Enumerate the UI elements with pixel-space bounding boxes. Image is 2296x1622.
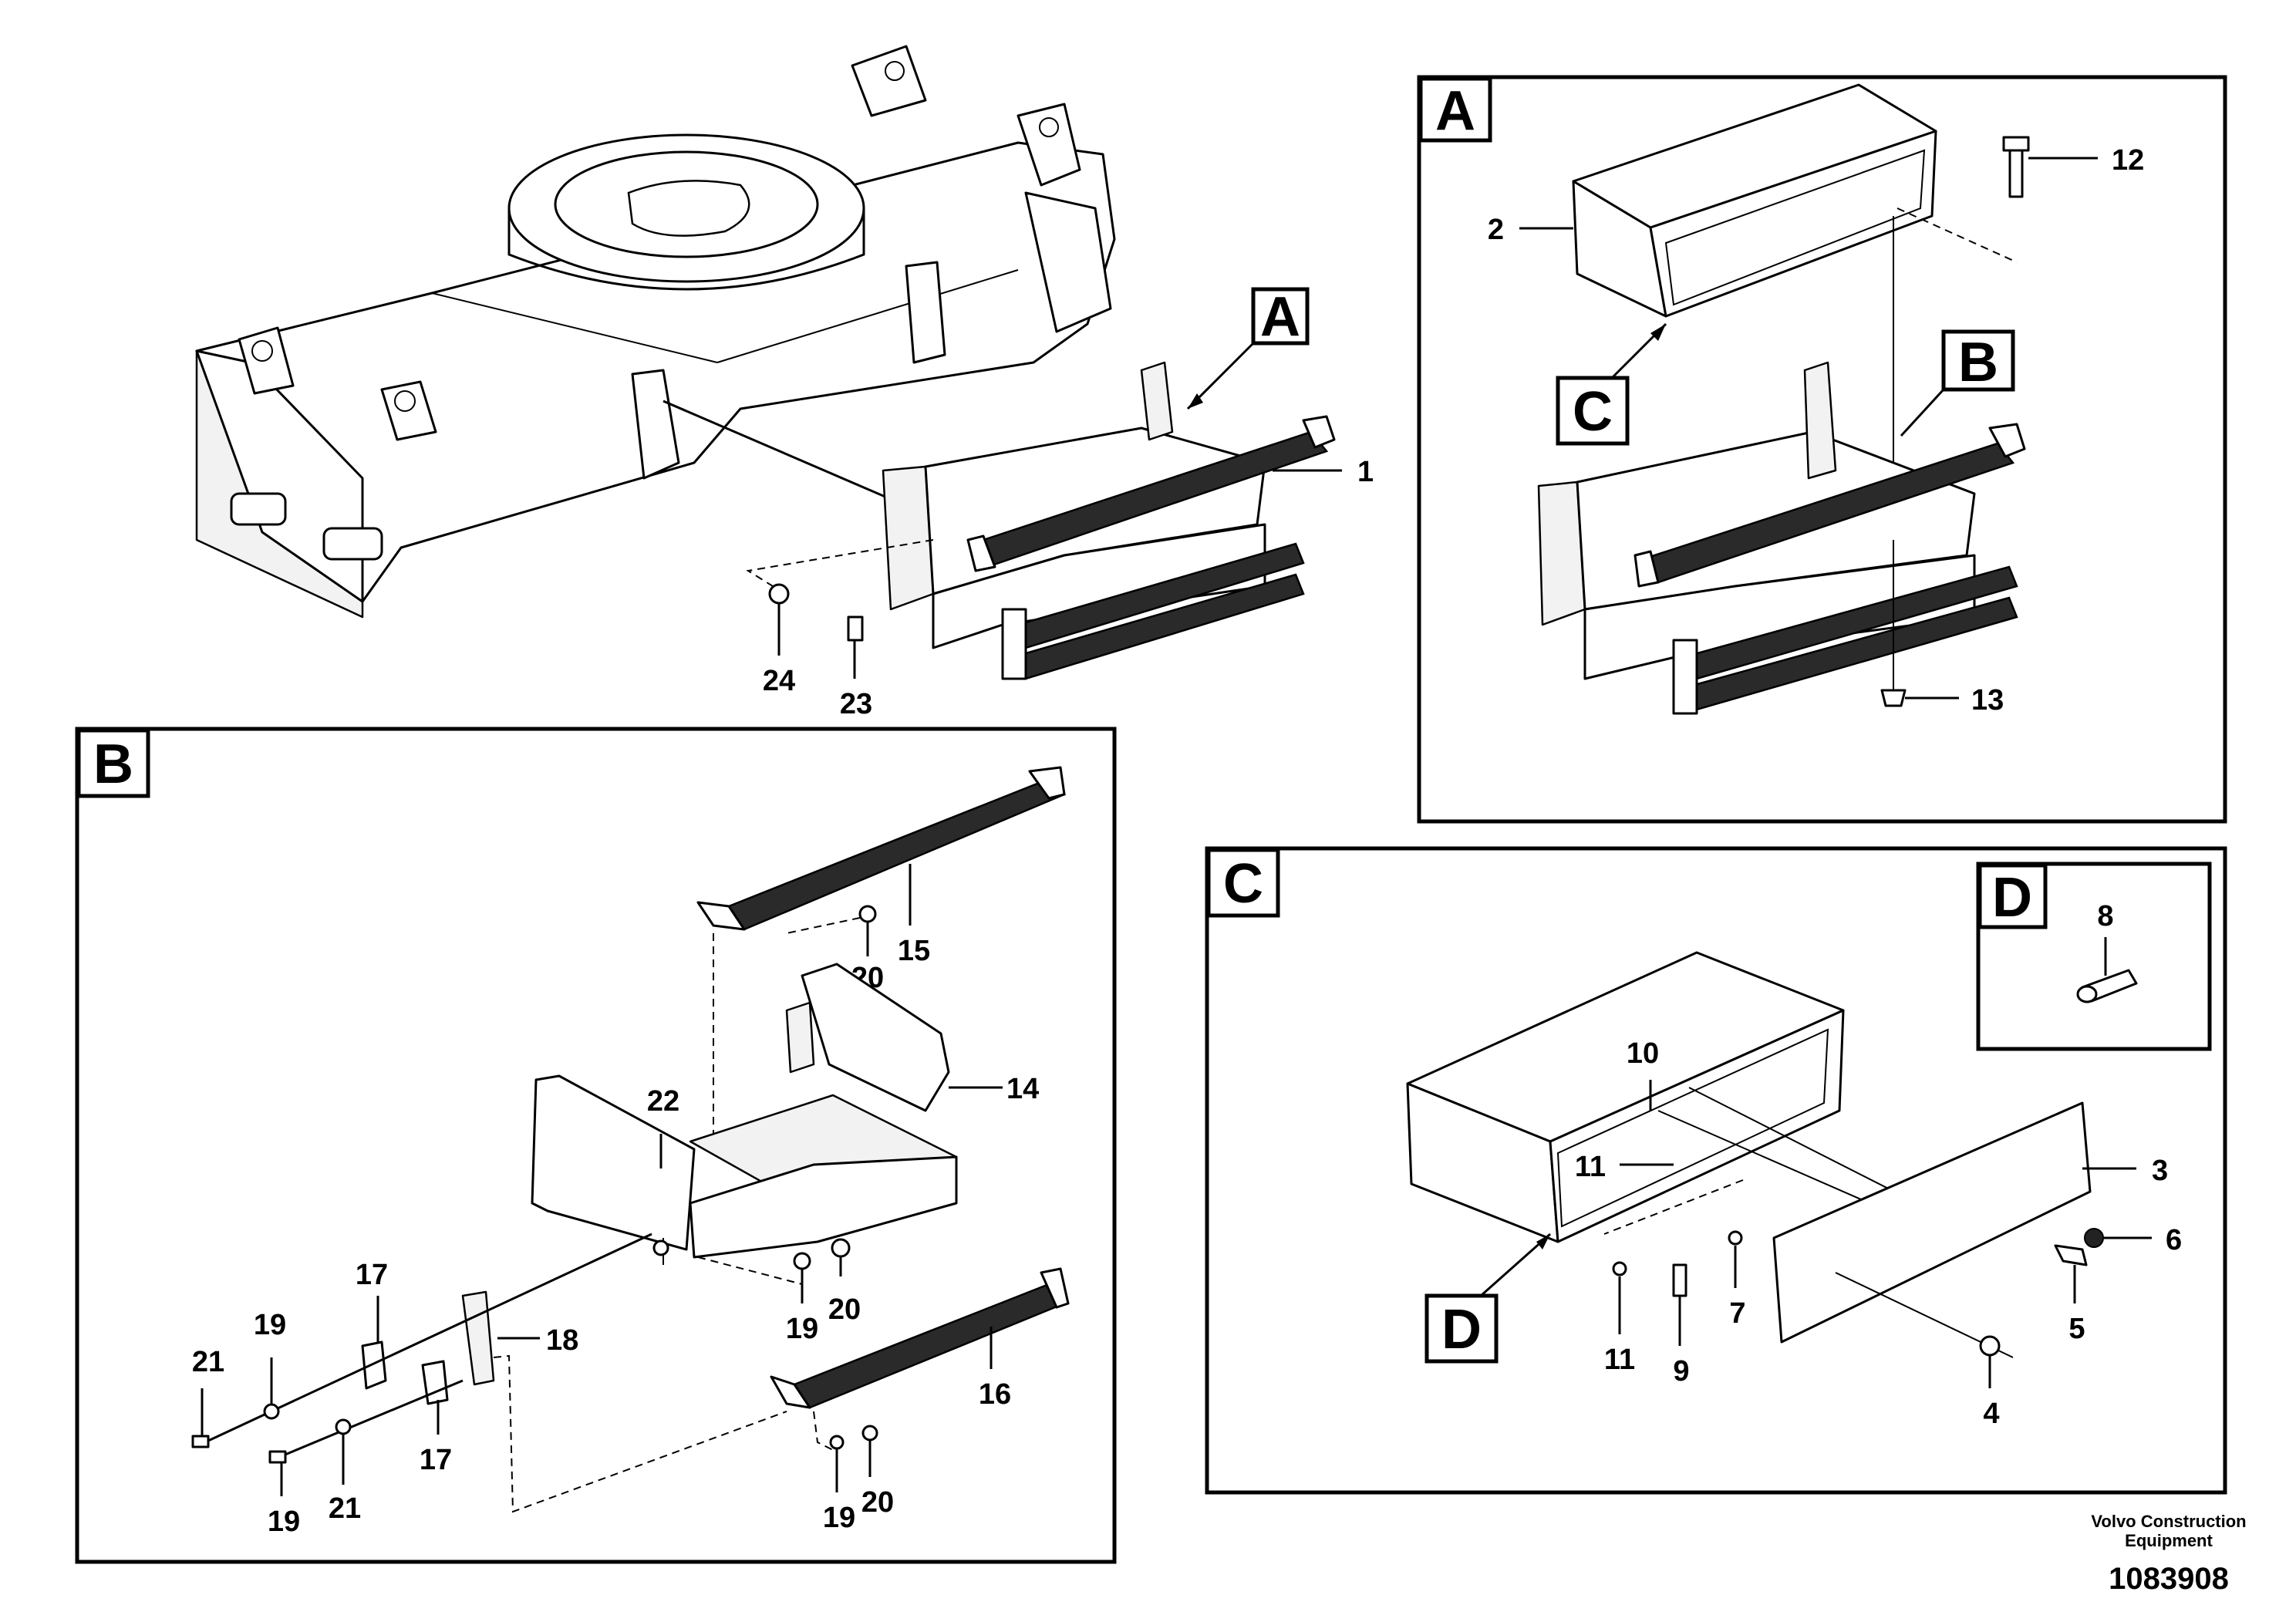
part-number: 2 [1488, 214, 1504, 246]
step-assembly-main [882, 361, 1336, 680]
company-name-line2: Equipment [2125, 1531, 2213, 1550]
panel-letter: C [1223, 853, 1263, 915]
part-number: 11 [1604, 1344, 1635, 1376]
panel-letter: A [1435, 80, 1475, 142]
panel-letter: B [93, 733, 133, 795]
panel-a: A 12 2 C B 13 [1417, 75, 2227, 824]
company-name-line1: Volvo Construction [2091, 1512, 2246, 1531]
part-number: 22 [647, 1085, 679, 1118]
part-number: 20 [861, 1486, 894, 1519]
panel-letter: D [1992, 867, 2032, 929]
part-number: 4 [1983, 1398, 1999, 1430]
part-number: 12 [2112, 144, 2144, 177]
part-number: 6 [2166, 1224, 2182, 1256]
part-number: 8 [2097, 900, 2113, 932]
part-number: 19 [786, 1313, 818, 1345]
part-number: 7 [1729, 1297, 1745, 1330]
part-number: 18 [546, 1324, 578, 1357]
part-number: 24 [763, 665, 795, 697]
part-number: 14 [1006, 1073, 1039, 1105]
part-number: 11 [1575, 1151, 1606, 1183]
machine-frame [195, 45, 1116, 619]
part-number: 19 [268, 1506, 300, 1538]
panel-b: B 15 20 14 22 19 20 [75, 727, 1117, 1564]
part-number: 15 [898, 935, 930, 967]
part-number: 21 [329, 1492, 361, 1525]
part-number: 17 [356, 1259, 388, 1291]
callout-letter: D [1441, 1299, 1482, 1361]
callout-letter: C [1573, 381, 1613, 443]
part-number: 16 [979, 1378, 1011, 1411]
callout-letter: A [1260, 286, 1300, 348]
part-number: 19 [823, 1502, 855, 1534]
part-number: 13 [1971, 684, 2004, 717]
part-number: 10 [1627, 1037, 1659, 1070]
part-number: 20 [828, 1293, 861, 1326]
part-number: 17 [420, 1444, 452, 1476]
panel-c: C 10 11 11 9 D 3 6 5 [1205, 846, 2227, 1495]
part-number: 23 [840, 688, 872, 720]
part-number: 9 [1673, 1355, 1689, 1388]
part-number: 1 [1357, 456, 1374, 488]
part-number: 19 [254, 1309, 286, 1341]
callout-tag-a-main: A [1186, 286, 1310, 410]
part-number: 3 [2152, 1155, 2168, 1187]
part-number: 21 [192, 1346, 224, 1378]
document-number: 1083908 [2109, 1562, 2229, 1596]
footer: Volvo Construction Equipment 1083908 [2091, 1512, 2246, 1596]
callout-letter: B [1958, 332, 1998, 393]
panel-d: D 8 [1976, 862, 2212, 1051]
part-number: 5 [2068, 1313, 2085, 1345]
